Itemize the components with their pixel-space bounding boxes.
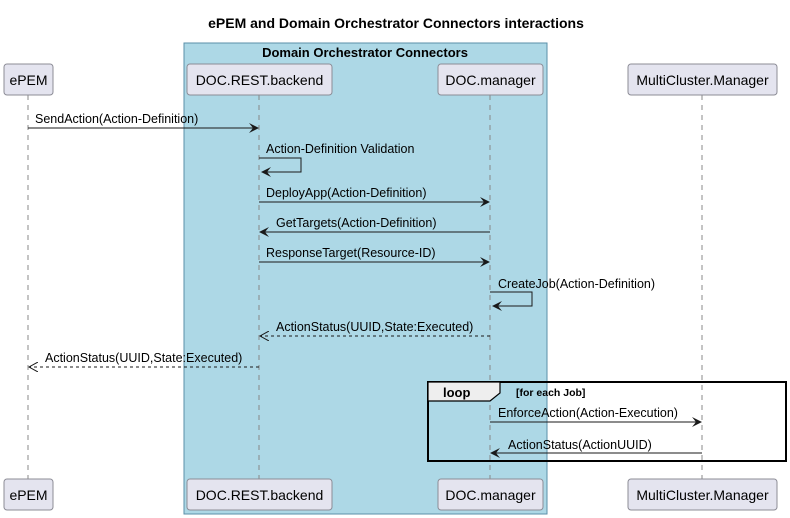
svg-text:DeployApp(Action-Definition): DeployApp(Action-Definition) (266, 186, 427, 200)
svg-text:DOC.manager: DOC.manager (445, 72, 536, 88)
message-response-target: ResponseTarget(Resource-ID) (259, 246, 490, 267)
message-action-status-uuid: ActionStatus(ActionUUID) (490, 438, 702, 458)
message-action-status-to-rest: ActionStatus(UUID,State:Executed) (260, 320, 490, 336)
message-create-job: CreateJob(Action-Definition) (490, 277, 655, 311)
message-send-action: SendAction(Action-Definition) (28, 112, 259, 133)
svg-text:DOC.REST.backend: DOC.REST.backend (196, 487, 324, 503)
participant-doc-rest-backend-bottom: DOC.REST.backend (186, 478, 333, 511)
message-get-targets: GetTargets(Action-Definition) (259, 216, 490, 237)
diagram-title: ePEM and Domain Orchestrator Connectors … (208, 15, 584, 31)
participant-epem-bottom: ePEM (3, 478, 54, 511)
svg-text:DOC.manager: DOC.manager (445, 487, 536, 503)
svg-text:ePEM: ePEM (9, 72, 47, 88)
doc-box-title: Domain Orchestrator Connectors (262, 45, 468, 60)
loop-keyword: loop (443, 385, 470, 400)
svg-text:ePEM: ePEM (9, 487, 47, 503)
participant-multicluster-manager-top: MultiCluster.Manager (627, 63, 778, 96)
svg-text:ResponseTarget(Resource-ID): ResponseTarget(Resource-ID) (266, 246, 436, 260)
participant-multicluster-manager-bottom: MultiCluster.Manager (627, 478, 778, 511)
loop-condition: [for each Job] (516, 387, 585, 399)
message-deploy-app: DeployApp(Action-Definition) (259, 186, 490, 207)
svg-text:ActionStatus(UUID,State:Execut: ActionStatus(UUID,State:Executed) (276, 320, 473, 334)
svg-text:ActionStatus(UUID,State:Execut: ActionStatus(UUID,State:Executed) (45, 351, 242, 365)
loop-frame: loop [for each Job] (427, 381, 787, 462)
participant-epem-top: ePEM (3, 63, 54, 96)
svg-text:MultiCluster.Manager: MultiCluster.Manager (636, 487, 769, 503)
participant-doc-rest-backend-top: DOC.REST.backend (186, 63, 333, 96)
participant-doc-manager-bottom: DOC.manager (437, 478, 544, 511)
doc-box (183, 42, 548, 515)
message-action-status-to-epem: ActionStatus(UUID,State:Executed) (29, 351, 259, 367)
svg-text:GetTargets(Action-Definition): GetTargets(Action-Definition) (276, 216, 436, 230)
svg-text:MultiCluster.Manager: MultiCluster.Manager (636, 72, 769, 88)
svg-text:Action-Definition Validation: Action-Definition Validation (266, 142, 415, 156)
svg-text:ActionStatus(ActionUUID): ActionStatus(ActionUUID) (508, 438, 652, 452)
message-enforce-action: EnforceAction(Action-Execution) (490, 406, 702, 427)
svg-text:SendAction(Action-Definition): SendAction(Action-Definition) (35, 112, 198, 126)
message-action-definition-validation: Action-Definition Validation (259, 142, 415, 177)
participant-doc-manager-top: DOC.manager (437, 63, 544, 96)
svg-text:DOC.REST.backend: DOC.REST.backend (196, 72, 324, 88)
svg-text:EnforceAction(Action-Execution: EnforceAction(Action-Execution) (498, 406, 678, 420)
svg-text:CreateJob(Action-Definition): CreateJob(Action-Definition) (498, 277, 655, 291)
